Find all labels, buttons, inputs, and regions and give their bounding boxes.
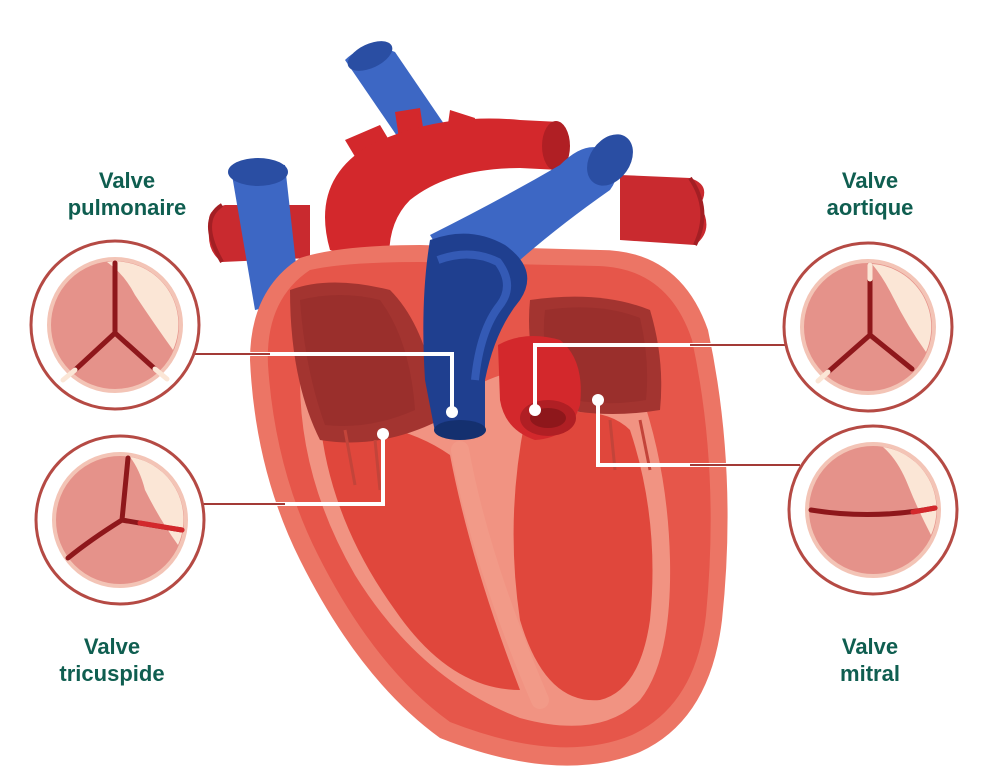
label-mitral-line2: mitral <box>840 661 900 686</box>
label-aortique-line2: aortique <box>826 195 914 220</box>
label-tricuspide-line1: Valve <box>83 634 141 659</box>
valve-tricuspide-circle <box>34 434 206 606</box>
label-pulmonaire-line1: Valve <box>98 168 156 193</box>
label-valve-pulmonaire: Valve pulmonaire <box>27 167 227 221</box>
label-aortique-line1: Valve <box>841 168 899 193</box>
leader-line-pulmonaire <box>195 352 454 410</box>
dot-mitral <box>592 394 604 406</box>
dot-tricuspide <box>377 428 389 440</box>
label-tricuspide-line2: tricuspide <box>59 661 165 686</box>
heart-body <box>250 245 728 766</box>
pointer-dots <box>377 394 604 440</box>
valve-pulmonaire-circle <box>29 239 201 411</box>
label-mitral-line1: Valve <box>841 634 899 659</box>
pulmonary-trunk <box>423 134 633 440</box>
aortic-arch <box>325 108 570 270</box>
dot-pulmonaire <box>446 406 458 418</box>
callout-segments <box>195 344 800 505</box>
label-valve-mitral: Valve mitral <box>770 633 970 687</box>
label-pulmonaire-line2: pulmonaire <box>67 195 187 220</box>
label-valve-aortique: Valve aortique <box>770 167 970 221</box>
dot-aortique <box>529 404 541 416</box>
valve-aortique-circle <box>782 241 954 413</box>
label-valve-tricuspide: Valve tricuspide <box>12 633 212 687</box>
valve-mitral-circle <box>787 424 959 596</box>
